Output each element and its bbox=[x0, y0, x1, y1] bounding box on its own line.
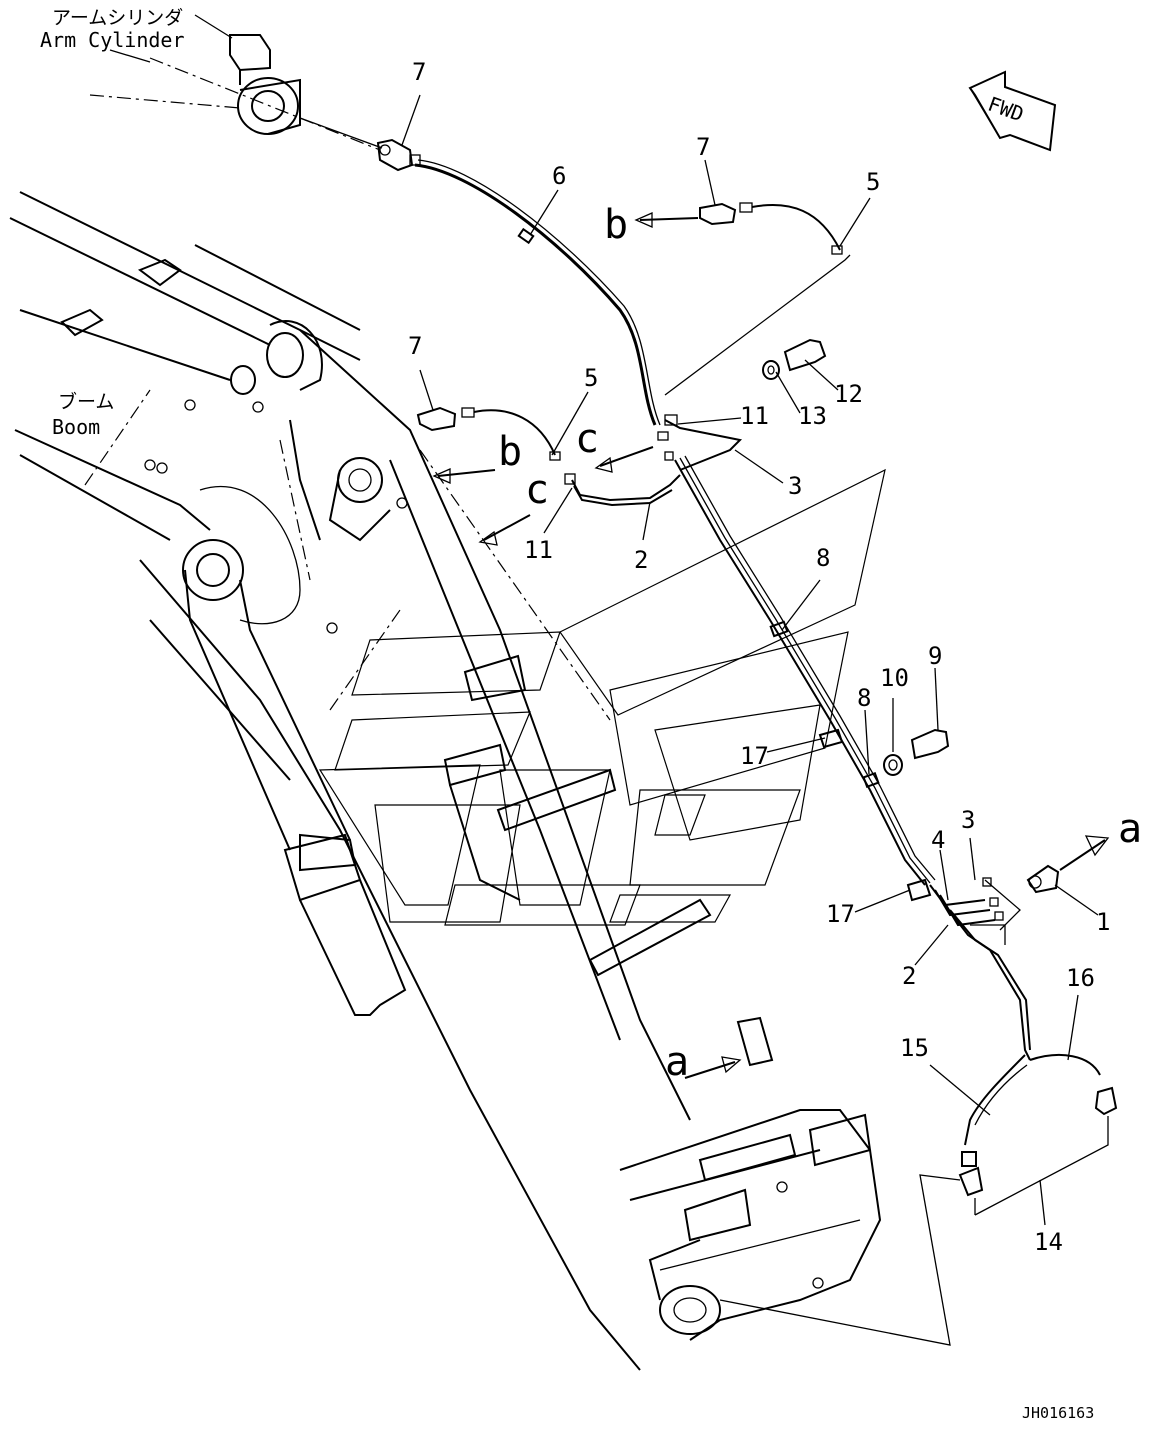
view-marker-a-top-right: a bbox=[1118, 806, 1142, 852]
callout-2-bottom: 2 bbox=[902, 962, 916, 990]
callout-6: 6 bbox=[552, 162, 566, 190]
callout-15: 15 bbox=[900, 1034, 929, 1062]
callout-12: 12 bbox=[834, 380, 863, 408]
callout-13: 13 bbox=[798, 402, 827, 430]
arm-cylinder-label-jp: アームシリンダ bbox=[52, 7, 183, 29]
pressure-sensor-right bbox=[699, 202, 843, 255]
pressure-sensor-top bbox=[376, 138, 421, 172]
tube-assembly bbox=[564, 414, 936, 886]
callout-14: 14 bbox=[1034, 1228, 1063, 1256]
view-marker-c-top: c bbox=[575, 416, 599, 462]
view-marker-c-mid: c bbox=[525, 467, 549, 513]
watermark-outline bbox=[318, 468, 886, 926]
callout-7-left: 7 bbox=[408, 332, 422, 360]
callout-5-right: 5 bbox=[866, 168, 880, 196]
view-marker-b-mid: b bbox=[498, 429, 522, 475]
callout-5-left: 5 bbox=[584, 364, 598, 392]
drawing-reference: JH016163 bbox=[1022, 1404, 1094, 1422]
callout-1: 1 bbox=[1096, 908, 1110, 936]
callout-11-left: 11 bbox=[524, 536, 553, 564]
centre-lines bbox=[84, 389, 611, 721]
callout-8-bottom: 8 bbox=[857, 684, 871, 712]
sensor-1 bbox=[1026, 864, 1060, 894]
boom-structure bbox=[9, 191, 882, 1371]
pressure-sensor-left bbox=[416, 406, 561, 461]
view-marker-a-bottom: a bbox=[665, 1039, 689, 1085]
clamps bbox=[769, 620, 932, 902]
callout-3-top: 3 bbox=[788, 472, 802, 500]
callout-9: 9 bbox=[928, 642, 942, 670]
arm-cylinder-label-en: Arm Cylinder bbox=[40, 28, 185, 52]
boom-label-jp: ブーム bbox=[58, 390, 114, 413]
callout-3-bottom: 3 bbox=[961, 806, 975, 834]
fwd-arrow: FWD bbox=[968, 70, 1057, 152]
lower-tubes bbox=[929, 877, 1031, 1061]
callout-7-right: 7 bbox=[696, 133, 710, 161]
view-arrows bbox=[432, 212, 1110, 1079]
callout-4: 4 bbox=[931, 826, 945, 854]
callout-7-top: 7 bbox=[412, 58, 426, 86]
callout-11-right: 11 bbox=[740, 402, 769, 430]
boom-pins bbox=[328, 457, 521, 901]
callout-10: 10 bbox=[880, 664, 909, 692]
callout-17-top: 17 bbox=[740, 742, 769, 770]
leader-lines bbox=[401, 94, 1099, 1346]
callout-16: 16 bbox=[1066, 964, 1095, 992]
callout-2-top: 2 bbox=[634, 546, 648, 574]
callout-8-top: 8 bbox=[816, 544, 830, 572]
boom-label-en: Boom bbox=[52, 415, 100, 439]
boom-cylinder bbox=[182, 485, 407, 1016]
text-labels: アームシリンダ Arm Cylinder ブーム Boom JH016163 a… bbox=[40, 7, 1142, 1422]
lower-hoses bbox=[958, 1054, 1118, 1216]
arm-cylinder bbox=[89, 14, 383, 151]
hose-6 bbox=[414, 159, 661, 426]
callout-17-bottom: 17 bbox=[826, 900, 855, 928]
view-marker-b-top: b bbox=[604, 202, 628, 248]
bolt-and-washer-parts bbox=[762, 338, 950, 776]
